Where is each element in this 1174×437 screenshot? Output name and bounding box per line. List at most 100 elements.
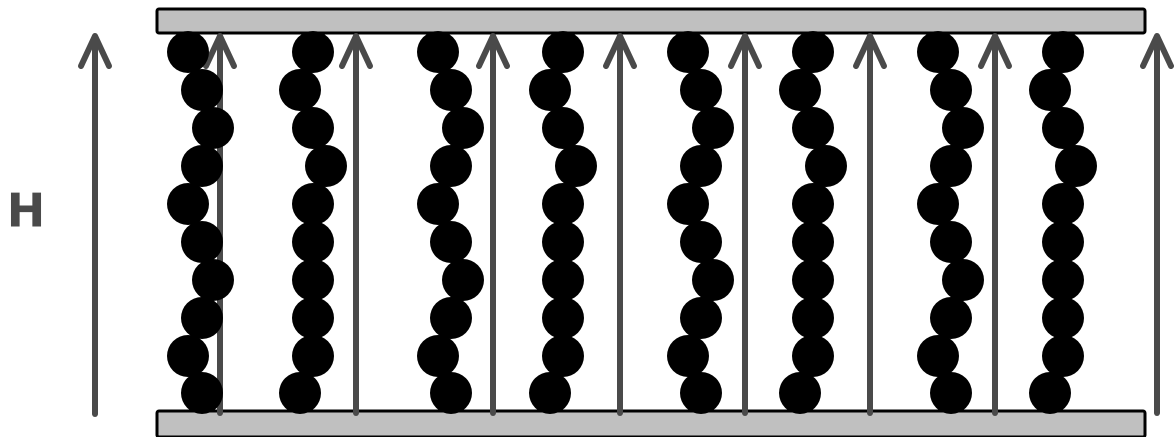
- particle: [192, 107, 234, 149]
- particle: [417, 31, 459, 73]
- field-arrow: [342, 36, 370, 413]
- particle: [1029, 372, 1071, 414]
- particle: [417, 335, 459, 377]
- field-arrow: [479, 36, 507, 413]
- particle: [192, 259, 234, 301]
- field-arrow: [81, 36, 109, 414]
- particle: [942, 259, 984, 301]
- top-plate: [157, 9, 1145, 33]
- particle: [779, 372, 821, 414]
- particle: [181, 145, 223, 187]
- particle: [692, 259, 734, 301]
- particle: [292, 183, 334, 225]
- particle: [181, 297, 223, 339]
- particle: [792, 259, 834, 301]
- particle: [667, 335, 709, 377]
- particle: [279, 372, 321, 414]
- particle: [680, 221, 722, 263]
- particle: [542, 259, 584, 301]
- particle: [1042, 297, 1084, 339]
- particle: [292, 107, 334, 149]
- particle: [167, 31, 209, 73]
- particle: [930, 221, 972, 263]
- particle-chain: [529, 31, 597, 414]
- particle: [942, 107, 984, 149]
- particle: [779, 69, 821, 111]
- particle-chain: [779, 31, 847, 414]
- particle: [442, 107, 484, 149]
- particle: [792, 221, 834, 263]
- particle: [542, 31, 584, 73]
- particle: [680, 145, 722, 187]
- particle: [430, 297, 472, 339]
- particle: [917, 335, 959, 377]
- particle: [930, 69, 972, 111]
- field-arrow: [1143, 36, 1171, 413]
- particle: [792, 335, 834, 377]
- particle: [1029, 69, 1071, 111]
- particle: [292, 31, 334, 73]
- particle: [917, 31, 959, 73]
- particle: [279, 69, 321, 111]
- particle: [1042, 31, 1084, 73]
- particle: [542, 335, 584, 377]
- particle: [667, 183, 709, 225]
- particle-chain: [167, 31, 234, 414]
- particle: [930, 145, 972, 187]
- particle-chain: [667, 31, 734, 414]
- field-arrows: [81, 36, 1171, 414]
- particle: [680, 69, 722, 111]
- particle: [1042, 107, 1084, 149]
- field-label: H: [7, 184, 46, 238]
- particle: [430, 372, 472, 414]
- particle: [430, 145, 472, 187]
- particle-chain: [917, 31, 984, 414]
- particle: [680, 372, 722, 414]
- particle: [181, 372, 223, 414]
- field-arrow: [606, 36, 634, 413]
- particle: [305, 145, 347, 187]
- particle-chain: [417, 31, 484, 414]
- particle: [917, 183, 959, 225]
- field-arrow: [856, 36, 884, 413]
- particle: [792, 107, 834, 149]
- particle: [292, 335, 334, 377]
- particle: [667, 31, 709, 73]
- particle: [805, 145, 847, 187]
- particle: [680, 297, 722, 339]
- particle: [930, 297, 972, 339]
- particle: [181, 221, 223, 263]
- particle: [542, 183, 584, 225]
- particle: [542, 221, 584, 263]
- particle-chains: [167, 31, 1097, 414]
- particle: [167, 183, 209, 225]
- particle: [542, 107, 584, 149]
- particle: [292, 221, 334, 263]
- particle: [1042, 221, 1084, 263]
- particle-chain: [1029, 31, 1097, 414]
- particle: [1042, 259, 1084, 301]
- particle: [181, 69, 223, 111]
- particle-chain: [279, 31, 347, 414]
- field-arrow: [981, 36, 1009, 413]
- particle: [792, 183, 834, 225]
- particle: [792, 31, 834, 73]
- particle: [555, 145, 597, 187]
- particle: [167, 335, 209, 377]
- particle: [542, 297, 584, 339]
- particle: [292, 259, 334, 301]
- particle: [430, 221, 472, 263]
- particle: [529, 69, 571, 111]
- field-arrow: [731, 36, 759, 413]
- particle: [930, 372, 972, 414]
- particle: [1042, 183, 1084, 225]
- particle: [792, 297, 834, 339]
- particle: [417, 183, 459, 225]
- particle: [292, 297, 334, 339]
- particle: [692, 107, 734, 149]
- particle: [442, 259, 484, 301]
- particle: [1042, 335, 1084, 377]
- particle: [430, 69, 472, 111]
- particle: [529, 372, 571, 414]
